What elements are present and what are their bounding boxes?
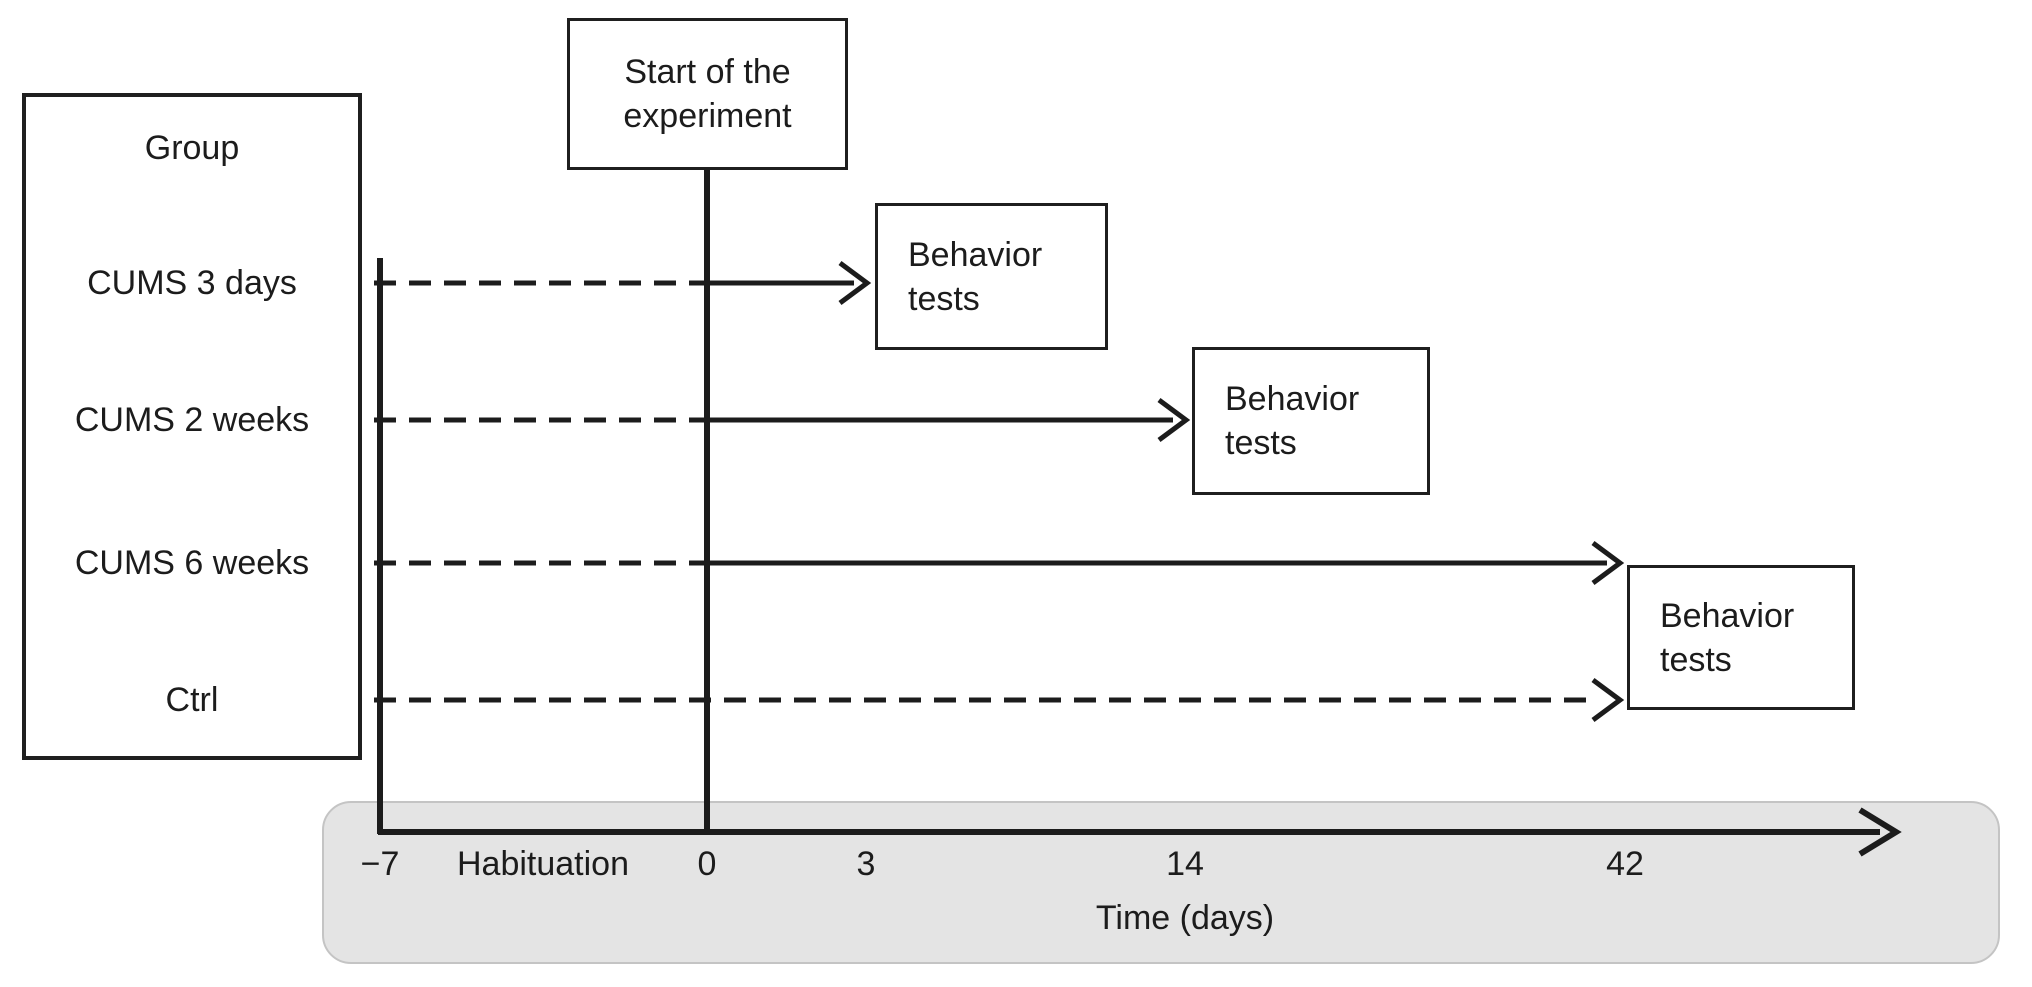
group-label-cums-6-weeks: CUMS 6 weeks (74, 544, 310, 582)
ctrl-arrowhead-icon (1591, 677, 1625, 723)
axis-tick-3: 3 (856, 845, 876, 883)
group-box (22, 93, 362, 760)
cums-2-weeks-arrowhead-icon (1157, 397, 1191, 443)
axis-tick-0: 0 (697, 845, 717, 883)
axis-tick-14: 14 (1166, 845, 1204, 883)
axis-tick-42: 42 (1606, 845, 1644, 883)
group-label-ctrl: Ctrl (165, 681, 219, 719)
cums-3-days-arrowhead-icon (838, 260, 872, 306)
group-label-cums-3-days: CUMS 3 days (87, 264, 297, 302)
start-of-experiment-box: Start of the experiment (567, 18, 848, 170)
behavior-tests-box-3: Behavior tests (1627, 565, 1855, 710)
cums-6-weeks-arrowhead-icon (1591, 540, 1625, 586)
timeline-panel (323, 802, 1999, 963)
behavior-tests-box-2: Behavior tests (1192, 347, 1430, 495)
group-label-cums-2-weeks: CUMS 2 weeks (74, 401, 310, 439)
time-axis-title: Time (days) (1095, 899, 1275, 937)
time-axis-arrowhead-icon (1858, 807, 1902, 857)
behavior-tests-label-3: Behavior tests (1660, 596, 1795, 679)
axis-tick-minus7: −7 (360, 845, 400, 883)
start-of-experiment-label: Start of the experiment (623, 53, 792, 135)
axis-tick-habituation: Habituation (456, 845, 630, 883)
group-panel-title: Group (144, 129, 240, 167)
timeline-panel-border (322, 801, 2000, 964)
behavior-tests-label-1: Behavior tests (908, 235, 1043, 318)
behavior-tests-box-1: Behavior tests (875, 203, 1108, 350)
behavior-tests-label-2: Behavior tests (1225, 380, 1360, 462)
